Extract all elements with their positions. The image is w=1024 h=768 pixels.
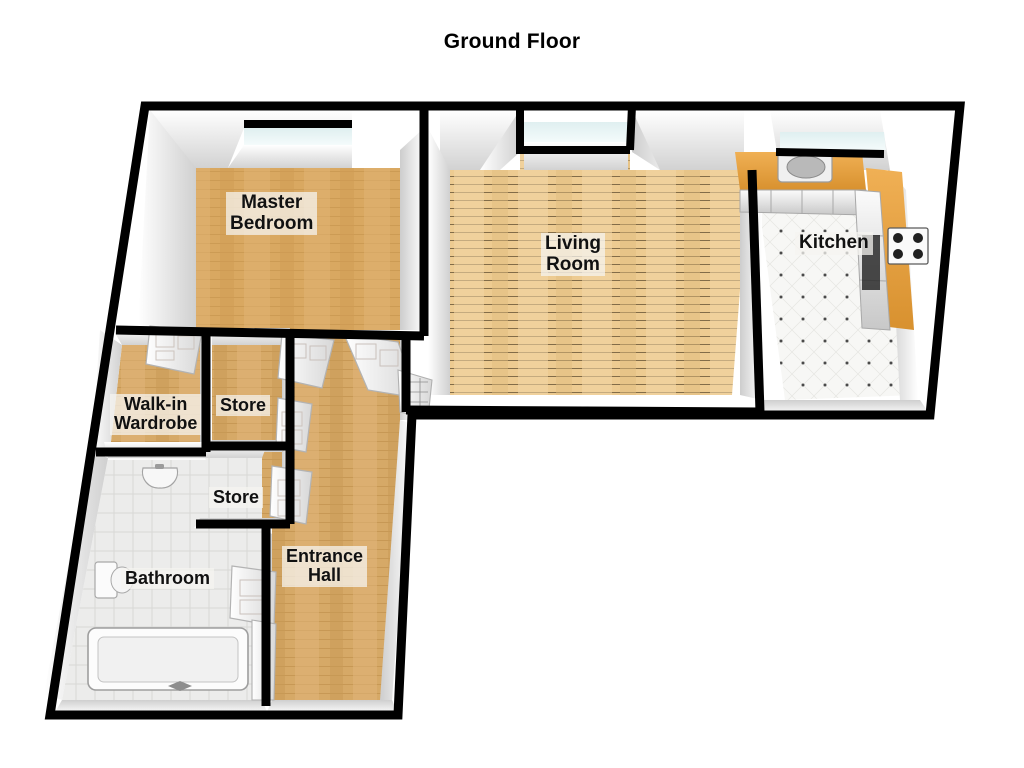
bathroom-basin bbox=[141, 467, 179, 489]
wall-living-bay-left bbox=[516, 106, 524, 154]
room-label-living-room: Living Room bbox=[541, 233, 605, 277]
floor-store-upper bbox=[212, 345, 282, 440]
wall-face-master-left bbox=[138, 110, 196, 330]
kitchen-base-units-top bbox=[739, 189, 867, 216]
bathtub-inner bbox=[97, 636, 239, 683]
wall-outlines bbox=[44, 101, 965, 720]
kitchen-hob bbox=[887, 227, 929, 265]
window-recess-master bbox=[244, 128, 352, 145]
door-living-leaf-grid bbox=[402, 378, 428, 410]
bathtub-tap bbox=[168, 681, 192, 691]
bathroom-basin-tap bbox=[155, 464, 164, 469]
kitchen-sink-bowl bbox=[786, 155, 826, 179]
room-label-kitchen: Kitchen bbox=[795, 232, 873, 255]
wall-living-kitchen-divider bbox=[747, 169, 765, 413]
door-living-hall-panels bbox=[355, 343, 399, 367]
room-label-bathroom: Bathroom bbox=[121, 568, 214, 590]
window-recess-kitchen bbox=[780, 132, 886, 150]
wall-face-living-topright bbox=[632, 110, 744, 170]
wall-kitchen-window-head bbox=[775, 148, 885, 158]
room-label-store-lower: Store bbox=[209, 487, 264, 509]
kitchen-fittings bbox=[735, 151, 929, 331]
wall-master-bottom bbox=[115, 325, 425, 341]
room-label-entrance-hall: Entrance Hall bbox=[282, 546, 368, 587]
room-label-master-bedroom: Master Bedroom bbox=[226, 192, 318, 236]
wall-living-bottom bbox=[405, 405, 761, 417]
outer-wall-envelope bbox=[44, 101, 965, 720]
wall-face-living-bay-left bbox=[480, 110, 520, 170]
kitchen-hob-burners bbox=[893, 233, 923, 259]
wall-face-living-left bbox=[428, 128, 450, 395]
window-recess-living bbox=[524, 122, 628, 142]
page-title: Ground Floor bbox=[443, 30, 581, 53]
kitchen-unit-dividers-top bbox=[770, 190, 834, 214]
wall-face-master-right bbox=[400, 128, 424, 330]
room-label-walk-in-wardrobe: Walk-in Wardrobe bbox=[110, 394, 202, 435]
wall-living-bay-right bbox=[626, 105, 636, 151]
wall-face-master-window-sill bbox=[228, 145, 352, 168]
room-label-store-upper: Store bbox=[216, 395, 271, 417]
